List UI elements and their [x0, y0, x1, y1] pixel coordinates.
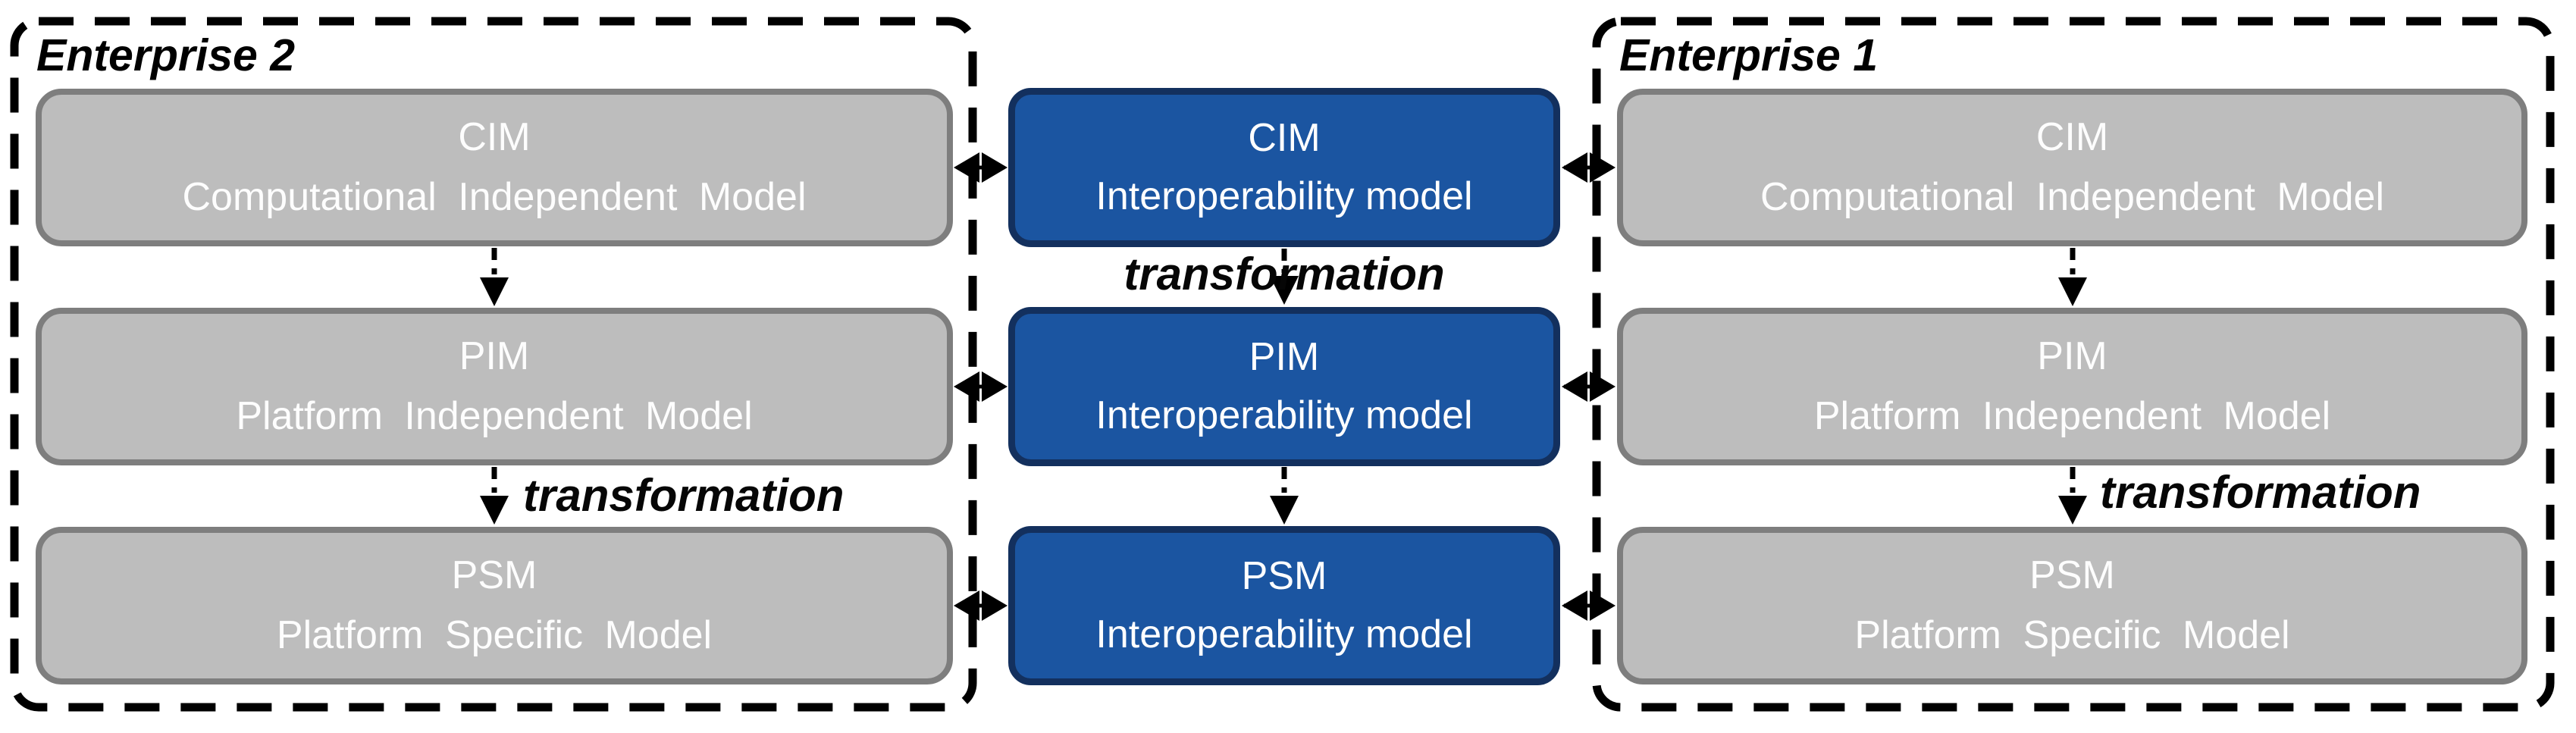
interop-cim-fullname: Interoperability model	[1095, 174, 1473, 218]
e2-pim-interop-right-arrowhead	[982, 371, 1008, 402]
interop-cim-acronym: CIM	[1248, 115, 1321, 160]
e1-psm-interop-right-arrowhead	[1590, 590, 1615, 621]
e2-pim-interop-left-arrowhead	[954, 371, 979, 402]
e2-cim-pim-arrowhead	[480, 277, 509, 306]
interop-psm-fullname: Interoperability model	[1095, 612, 1473, 656]
enterprise2-psm-fullname: Platform Specific Model	[276, 613, 713, 657]
interop-pim-box: PIM Interoperability model	[1008, 307, 1560, 466]
e1-cim-interop-right-arrowhead	[1590, 152, 1615, 183]
enterprise1-pim-box: PIM Platform Independent Model	[1617, 308, 2527, 465]
enterprise1-cim-fullname: Computational Independent Model	[1760, 175, 2384, 219]
enterprise1-pim-acronym: PIM	[2037, 334, 2107, 378]
e1-psm-interop-left-arrowhead	[1562, 590, 1587, 621]
enterprise1-pim-fullname: Platform Independent Model	[1813, 394, 2331, 438]
enterprise2-pim-box: PIM Platform Independent Model	[36, 308, 953, 465]
enterprise1-psm-box: PSM Platform Specific Model	[1617, 527, 2527, 684]
e1-pim-interop-right-arrowhead	[1590, 371, 1615, 402]
enterprise2-cim-box: CIM Computational Independent Model	[36, 89, 953, 246]
e2-psm-interop-right-arrowhead	[982, 590, 1008, 621]
enterprise2-label: Enterprise 2	[36, 30, 296, 80]
interop-psm-box: PSM Interoperability model	[1008, 526, 1560, 685]
enterprise1-psm-acronym: PSM	[2029, 553, 2115, 597]
interop-pim-fullname: Interoperability model	[1095, 393, 1473, 437]
e2-psm-interop-left-arrowhead	[954, 590, 979, 621]
e2-cim-interop-left-arrowhead	[954, 152, 979, 183]
enterprise1-psm-fullname: Platform Specific Model	[1854, 613, 2290, 657]
enterprise2-transformation-label: transformation	[523, 470, 845, 521]
e1-pim-interop-left-arrowhead	[1562, 371, 1587, 402]
enterprise2-pim-acronym: PIM	[459, 334, 530, 378]
interop-psm-acronym: PSM	[1241, 553, 1327, 598]
e1-cim-interop-left-arrowhead	[1562, 152, 1587, 183]
enterprise2-psm-acronym: PSM	[451, 553, 537, 597]
e1-cim-pim-arrowhead	[2058, 277, 2087, 306]
interop-transformation-label: transformation	[1123, 249, 1445, 299]
interop-pim-psm-arrowhead	[1270, 496, 1299, 525]
enterprise2-cim-fullname: Computational Independent Model	[182, 175, 807, 219]
enterprise1-transformation-label: transformation	[2100, 467, 2421, 518]
interop-cim-pim-arrowhead	[1270, 276, 1299, 305]
enterprise1-dashed-border	[1592, 17, 2555, 712]
enterprise2-pim-fullname: Platform Independent Model	[236, 394, 753, 438]
enterprise1-label: Enterprise 1	[1619, 30, 1879, 80]
e2-pim-psm-arrowhead	[480, 496, 509, 525]
enterprise2-psm-box: PSM Platform Specific Model	[36, 527, 953, 684]
enterprise2-dashed-border	[10, 17, 977, 712]
enterprise1-cim-acronym: CIM	[2035, 114, 2109, 159]
e2-cim-interop-right-arrowhead	[982, 152, 1008, 183]
enterprise1-cim-box: CIM Computational Independent Model	[1617, 89, 2527, 246]
enterprise2-cim-acronym: CIM	[458, 114, 531, 159]
interop-cim-box: CIM Interoperability model	[1008, 88, 1560, 247]
interop-pim-acronym: PIM	[1249, 334, 1320, 379]
e1-pim-psm-arrowhead	[2058, 496, 2087, 525]
